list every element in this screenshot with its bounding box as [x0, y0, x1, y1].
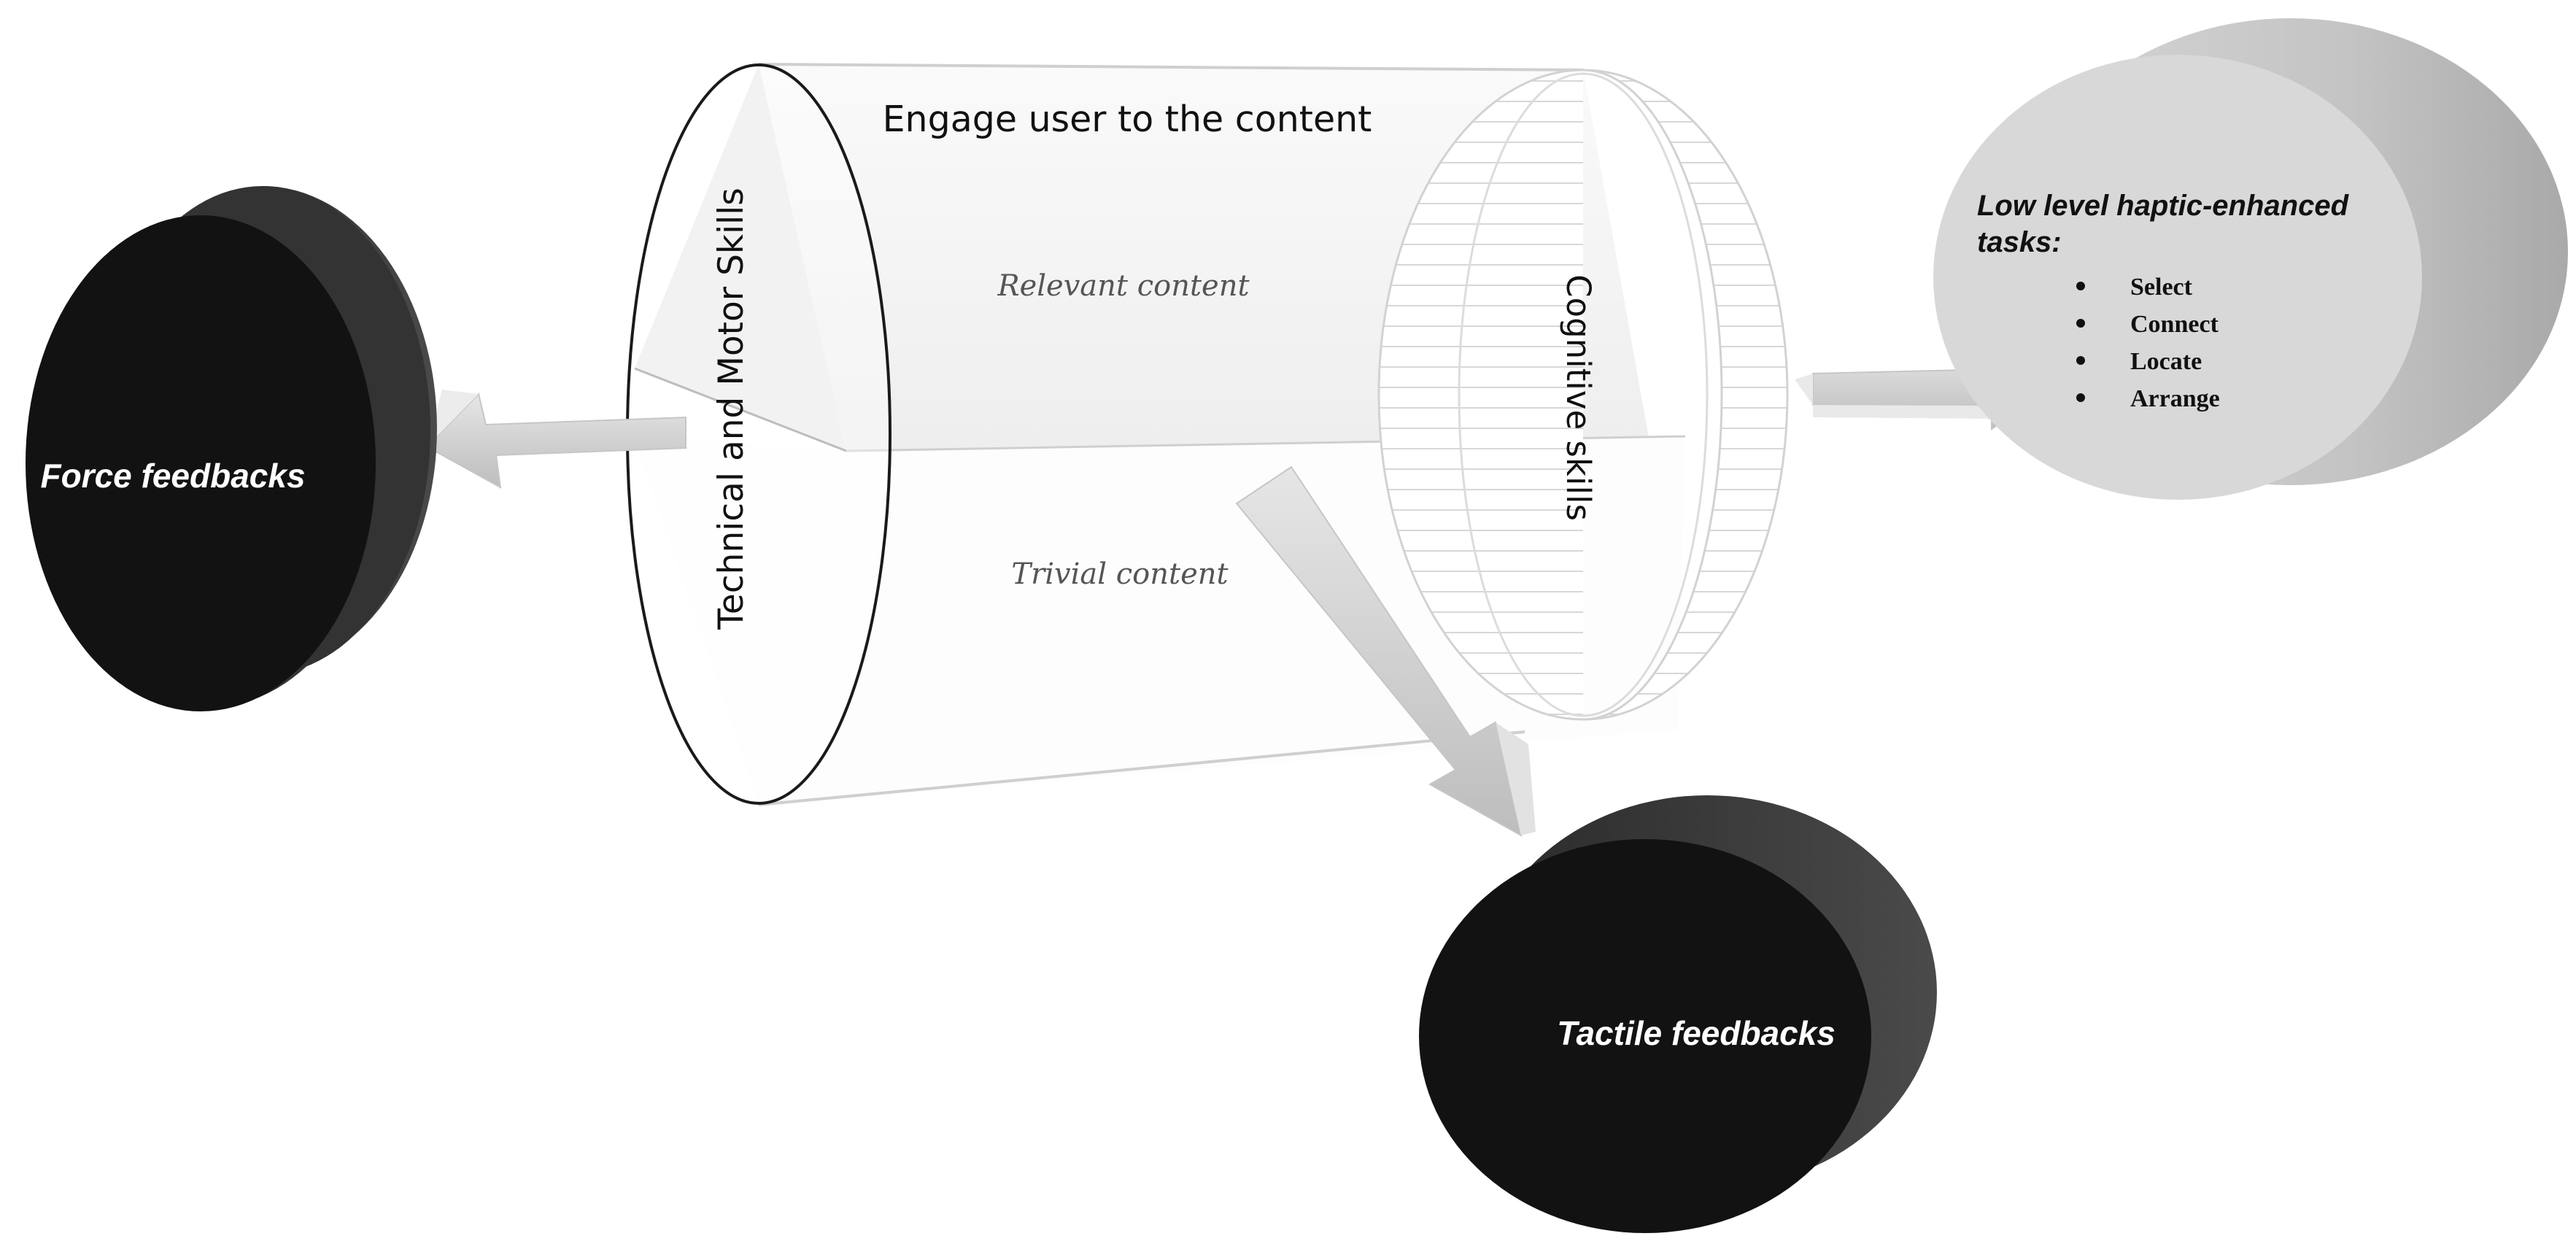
arrow-tactile-bevel	[1496, 722, 1536, 835]
cylinder-top-edge	[758, 63, 1584, 72]
cylinder-bottom-edge	[758, 730, 1525, 806]
task-bullet	[2076, 282, 2085, 290]
cylinder-upper-section-label: Relevant content	[997, 269, 1250, 303]
cylinder-lower-section-label: Trivial content	[1011, 557, 1229, 591]
tactile-disk-face	[1419, 839, 1871, 1233]
content-cylinder: Engage user to the content Relevant cont…	[626, 63, 1789, 806]
arrow-to-force-feedback	[425, 390, 686, 489]
arrow-force-bevel	[427, 390, 479, 447]
arrow-force-shape	[425, 393, 686, 489]
tasks-disk-title-line1: Low level haptic-enhanced	[1977, 190, 2350, 222]
arrow-to-tactile-feedback	[1235, 466, 1536, 837]
cylinder-section-divider	[634, 367, 847, 452]
task-bullet	[2076, 393, 2085, 402]
task-item-connect: Connect	[2130, 311, 2219, 338]
cylinder-left-face-label: Technical and Motor Skills	[711, 188, 751, 630]
task-item-select: Select	[2130, 274, 2193, 301]
cylinder-right-face-label: Cognitive skills	[1559, 274, 1598, 521]
cylinder-right-rim-front	[1377, 69, 1584, 721]
force-disk-label: Force feedbacks	[40, 457, 305, 495]
force-feedback-disk: Force feedbacks	[26, 186, 437, 711]
task-bullet	[2076, 356, 2085, 365]
cylinder-top-label: Engage user to the content	[883, 99, 1372, 140]
task-item-locate: Locate	[2130, 348, 2202, 375]
arrow-tasks-bevel	[1795, 374, 2003, 419]
tasks-disk: Low level haptic-enhanced tasks: Select …	[1933, 18, 2568, 500]
task-item-arrange: Arrange	[2130, 385, 2220, 412]
cylinder-right-face	[1458, 72, 1709, 717]
cylinder-upper-wedge	[635, 64, 846, 451]
force-disk-face	[26, 215, 376, 711]
tasks-disk-face	[1933, 55, 2422, 500]
tactile-feedback-disk: Tactile feedbacks	[1419, 795, 1937, 1233]
tactile-disk-label: Tactile feedbacks	[1557, 1014, 1836, 1052]
tasks-disk-title-line2: tasks:	[1977, 226, 2062, 258]
task-bullet	[2076, 319, 2085, 328]
